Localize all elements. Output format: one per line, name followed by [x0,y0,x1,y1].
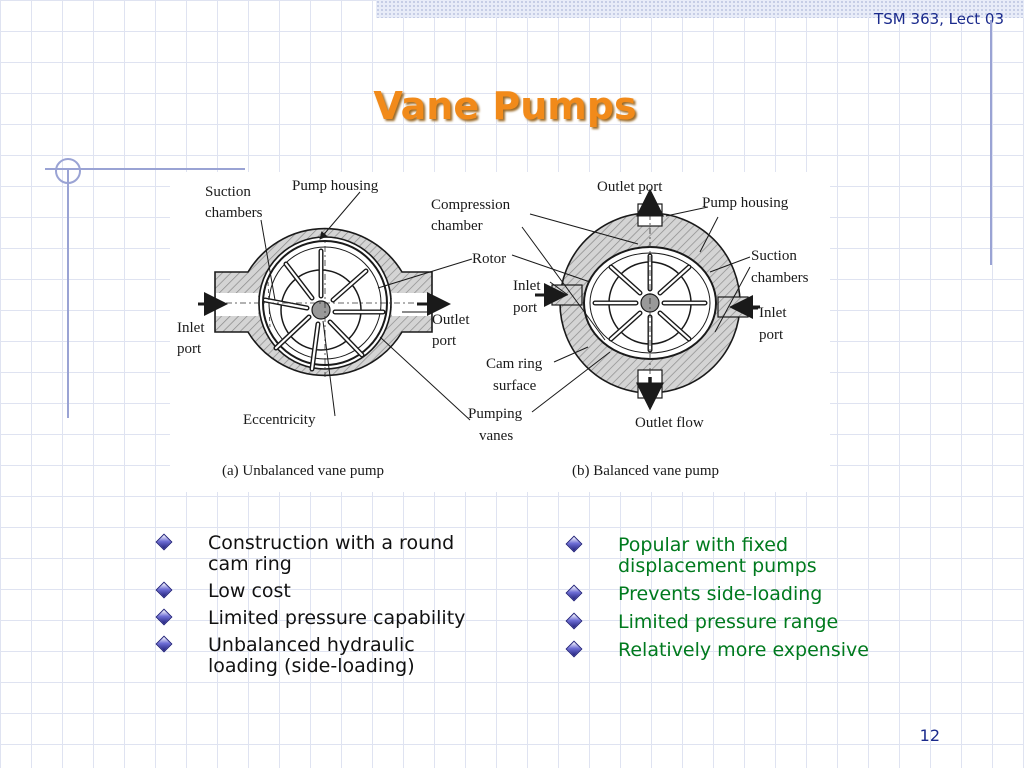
vane-pump-figure: Suction chambers Pump housing Inlet port… [170,172,830,492]
label-suction-b2: chambers [751,270,809,286]
label-housing-a: Pump housing [292,178,379,194]
label-outlet-flow: Outlet flow [635,415,704,431]
diamond-bullet-icon [565,584,583,602]
diamond-bullet-icon [155,581,173,599]
label-camring2: surface [493,378,537,394]
bullet-list-unbalanced: Construction with a round cam ring Low c… [155,533,476,683]
caption-balanced: (b) Balanced vane pump [572,463,719,479]
decorative-rule-right [990,20,992,265]
list-item: Construction with a round cam ring [155,533,476,575]
label-suction-a1: Suction [205,184,251,200]
page-number: 12 [919,726,940,745]
list-item: Unbalanced hydraulic loading (side-loadi… [155,635,476,677]
list-item: Prevents side-loading [565,584,886,605]
label-housing-b: Pump housing [702,195,789,211]
label-camring1: Cam ring [486,356,543,372]
slide-title: Vane Pumps [373,84,637,128]
list-item: Low cost [155,581,476,602]
diamond-bullet-icon [565,535,583,553]
unbalanced-pump-diagram: Suction chambers Pump housing Inlet port… [177,178,473,479]
list-item: Limited pressure capability [155,608,476,629]
label-suction-b1: Suction [751,248,797,264]
label-inlet-mid2: port [513,300,538,316]
label-pumping1: Pumping [468,406,523,422]
decorative-rule-horizontal [45,168,245,170]
label-inlet-b1: Inlet [759,305,787,321]
caption-unbalanced: (a) Unbalanced vane pump [222,463,384,479]
bullet-list-balanced: Popular with fixed displacement pumps Pr… [565,535,886,668]
label-outlet-port-b: Outlet port [597,179,663,195]
decorative-circle [55,158,81,184]
label-compression2: chamber [431,218,483,234]
label-outlet-a2: port [432,333,457,349]
list-item: Limited pressure range [565,612,886,633]
label-suction-a2: chambers [205,205,263,221]
course-label: TSM 363, Lect 03 [874,10,1004,28]
list-item: Popular with fixed displacement pumps [565,535,886,577]
header-band [376,0,1024,18]
diamond-bullet-icon [565,640,583,658]
diamond-bullet-icon [565,612,583,630]
label-outlet-a1: Outlet [432,312,470,328]
label-compression1: Compression [431,197,511,213]
label-inlet-mid1: Inlet [513,278,541,294]
shared-labels: Compression chamber Rotor Inlet port Cam… [431,197,543,444]
diamond-bullet-icon [155,635,173,653]
label-inlet-b2: port [759,327,784,343]
label-inlet-a2: port [177,341,202,357]
label-eccentricity: Eccentricity [243,412,316,428]
diamond-bullet-icon [155,533,173,551]
label-rotor: Rotor [472,251,506,267]
list-item: Relatively more expensive [565,640,886,661]
label-pumping2: vanes [479,428,513,444]
diamond-bullet-icon [155,608,173,626]
label-inlet-a1: Inlet [177,320,205,336]
balanced-pump-diagram: Outlet port Pump housing Suction chamber… [511,179,809,479]
decorative-rule-left [67,168,69,418]
